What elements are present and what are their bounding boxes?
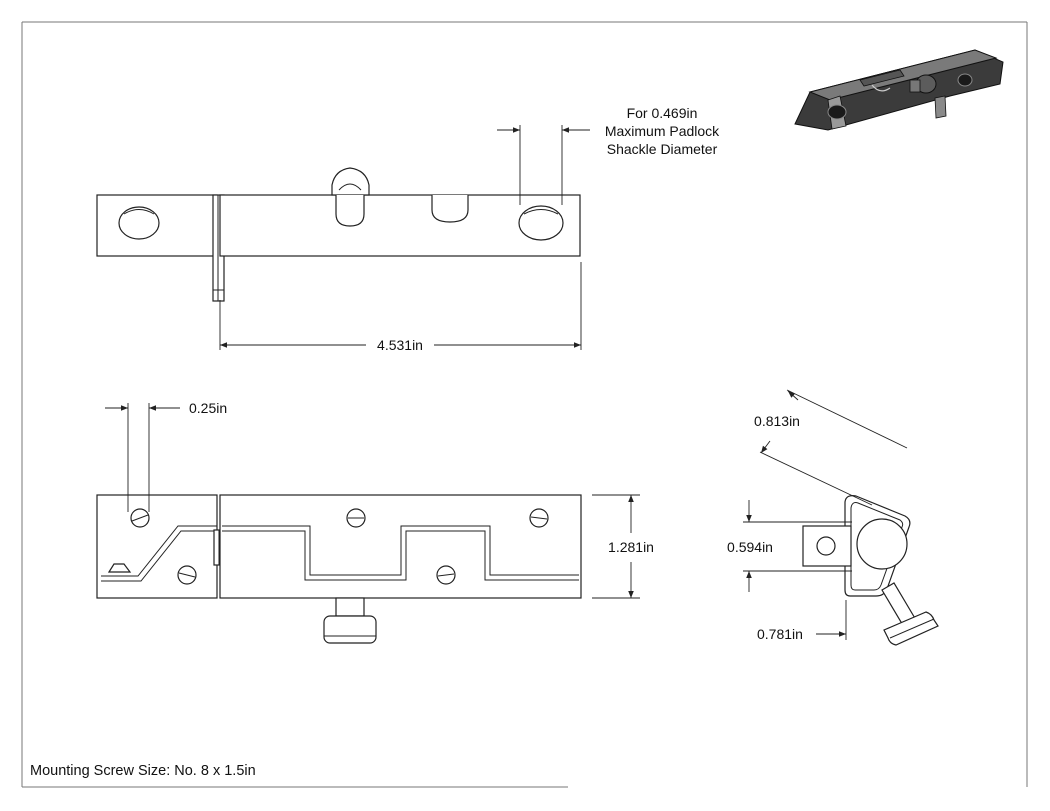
length-dimension: 4.531in <box>219 262 582 353</box>
height-dimension: 1.281in <box>592 494 654 599</box>
height-value: 1.281in <box>608 539 654 555</box>
iso-width-value: 0.813in <box>754 413 800 429</box>
shackle-callout-line2: Maximum Padlock <box>605 123 720 139</box>
shackle-callout-line1: For 0.469in <box>627 105 698 121</box>
top-view <box>96 167 581 302</box>
length-value: 4.531in <box>377 337 423 353</box>
side-height-value: 0.594in <box>727 539 773 555</box>
screw-offset-dimension: 0.25in <box>105 400 227 512</box>
side-view <box>802 495 939 646</box>
side-dimensions: 0.813in 0.594in 0.781in <box>727 389 908 642</box>
screw-offset-value: 0.25in <box>189 400 227 416</box>
sheet-border <box>21 21 1028 788</box>
shackle-callout-line3: Shackle Diameter <box>607 141 718 157</box>
front-view <box>96 494 582 644</box>
shackle-dimension: For 0.469in Maximum Padlock Shackle Diam… <box>497 105 720 205</box>
side-knob-value: 0.781in <box>757 626 803 642</box>
mounting-screw-note: Mounting Screw Size: No. 8 x 1.5in <box>30 763 256 779</box>
isometric-view <box>794 49 1004 131</box>
